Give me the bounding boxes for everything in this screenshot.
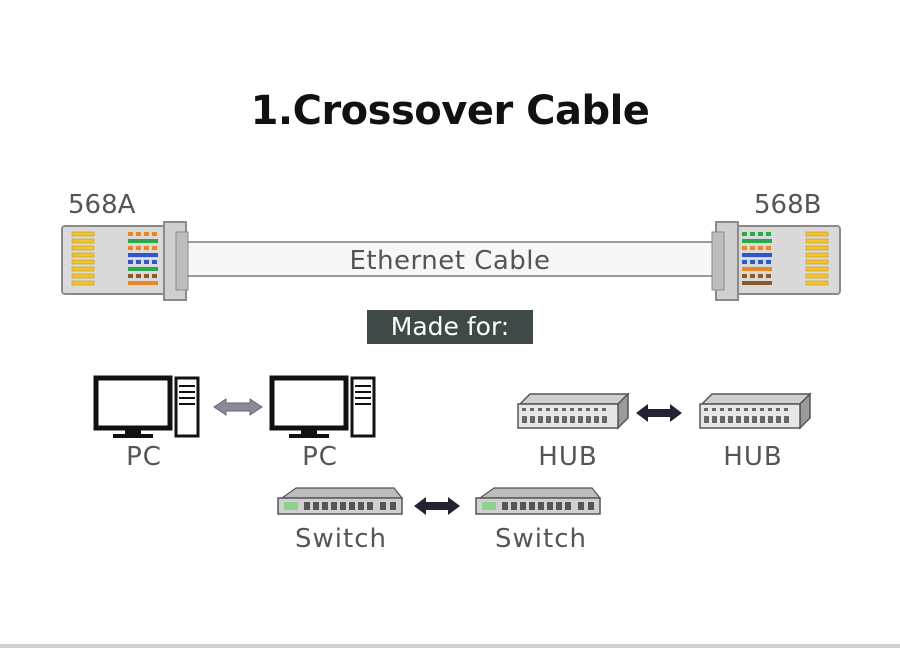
- left-standard-label: 568A: [68, 190, 136, 220]
- pc-right-label: PC: [302, 442, 338, 472]
- hub-icon: [517, 392, 630, 430]
- switch-right-label: Switch: [495, 524, 587, 554]
- monitor-icon: [93, 375, 173, 438]
- hub-left-label: HUB: [538, 442, 598, 472]
- rj45-connector-icon: [711, 221, 841, 301]
- ethernet-cable-label: Ethernet Cable: [349, 246, 551, 276]
- double-arrow-icon: [213, 398, 263, 416]
- made-for-badge: Made for:: [367, 310, 533, 344]
- monitor-icon: [269, 375, 349, 438]
- pc-left-label: PC: [126, 442, 162, 472]
- switch-icon: [475, 487, 602, 515]
- switch-icon: [277, 487, 404, 515]
- double-arrow-icon: [414, 497, 460, 515]
- hub-right-label: HUB: [723, 442, 783, 472]
- hub-icon: [699, 392, 812, 430]
- tower-icon: [350, 376, 376, 438]
- page-title: 1.Crossover Cable: [250, 88, 650, 134]
- switch-left-label: Switch: [295, 524, 387, 554]
- tower-icon: [174, 376, 200, 438]
- rj45-connector-icon: [61, 221, 189, 301]
- right-standard-label: 568B: [754, 190, 822, 220]
- bottom-divider: [0, 644, 900, 648]
- double-arrow-icon: [636, 404, 682, 422]
